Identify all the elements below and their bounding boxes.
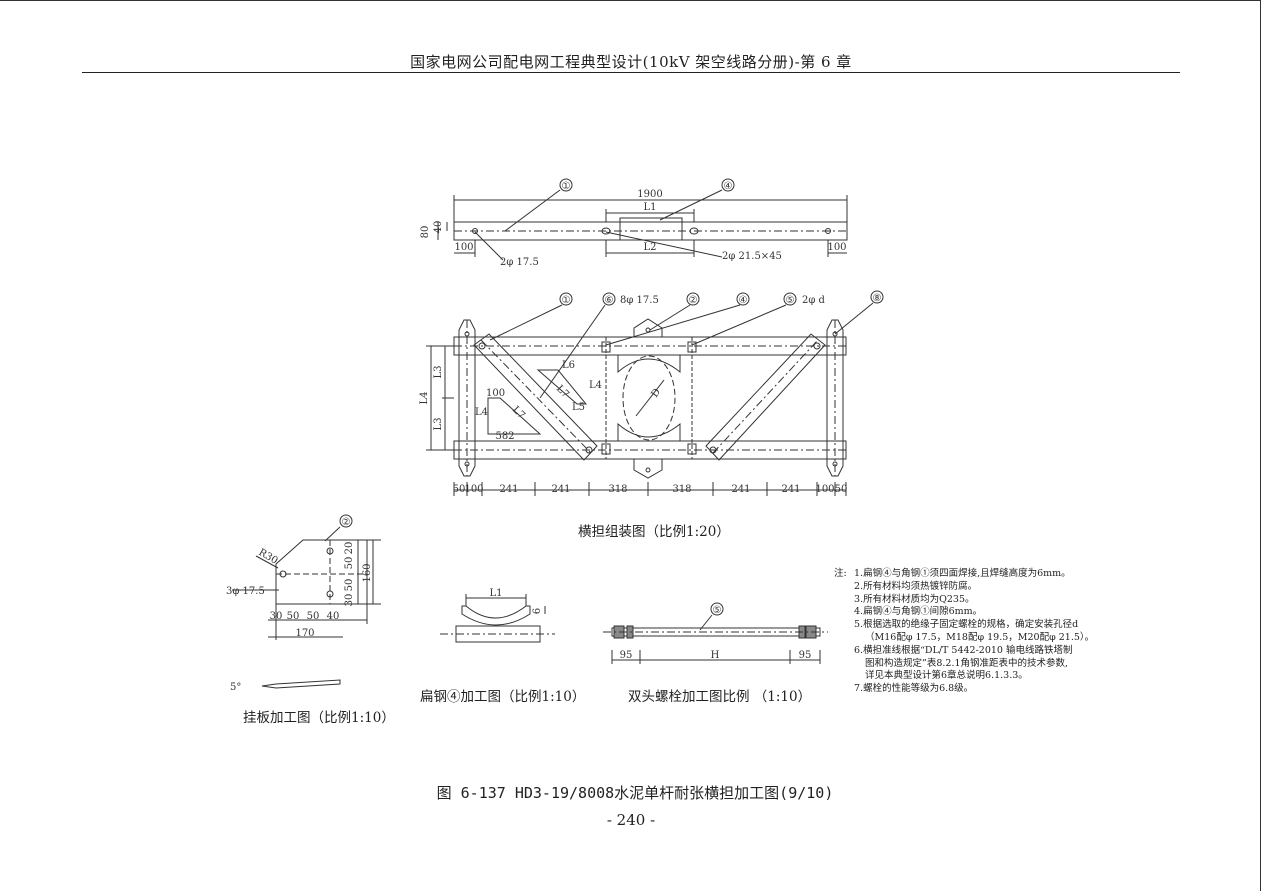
dim-b-0: 50 (453, 484, 466, 495)
assembly-balloon-4: ④ (739, 295, 748, 306)
balloon-4-top: ④ (724, 181, 733, 192)
plate-side-view (261, 679, 341, 689)
left-diagonal-brace (473, 333, 598, 461)
dim-b-7: 241 (781, 484, 800, 495)
bolt-caption: 双头螺栓加工图比例 （1:10） (628, 689, 812, 705)
bolt-dim-h: H (711, 650, 720, 661)
plate-dim-r3: 30 (344, 594, 355, 607)
note-item: 1.扁钢④与角钢①须四面焊接,且焊缝高度为6mm。 (854, 568, 1071, 579)
note-item: 图和构造规定”表8.2.1角钢准距表中的技术参数, (865, 657, 1069, 669)
header-rule (82, 72, 1180, 73)
piece-b-l4: L4 (475, 407, 488, 418)
hanging-plate (232, 514, 381, 689)
dim-l4-side: L4 (419, 391, 430, 404)
plate-caption: 挂板加工图（比例1:10） (243, 710, 395, 726)
notes-list: 1.扁钢④与角钢①须四面焊接,且焊缝高度为6mm。 2.所有材料均须热镀锌防腐。… (854, 568, 1094, 696)
notes-label: 注: (834, 568, 847, 579)
dim-b-5: 318 (672, 484, 691, 495)
flat-steel-caption: 扁钢④加工图（比例1:10） (420, 689, 586, 705)
notes-block: 注: 1.扁钢④与角钢①须四面焊接,且焊缝高度为6mm。 2.所有材料均须热镀锌… (834, 568, 1094, 696)
bolt-balloon-5: ⑤ (713, 605, 722, 616)
bolt-dim-right: 95 (799, 650, 812, 661)
plate-dim-b2: 50 (307, 611, 320, 622)
dim-1900: 1900 (637, 189, 662, 200)
piece-b-length: 582 (495, 431, 514, 442)
top-view (437, 178, 848, 261)
note-item: 4.扁钢④与角钢①间隙6mm。 (854, 606, 983, 618)
assembly-balloon-1: ① (562, 295, 571, 306)
piece-a-l5: L5 (572, 402, 585, 413)
figure-title: 图 6-137 HD3-19/8008水泥单杆耐张横担加工图(9/10) (436, 784, 834, 802)
piece-b-width: 100 (486, 388, 505, 399)
flat-steel-l1: L1 (489, 588, 502, 599)
page-header: 国家电网公司配电网工程典型设计(10kV 架空线路分册)-第 6 章 (410, 53, 852, 71)
dim-end-right: 100 (827, 242, 846, 253)
dim-d: D (649, 387, 663, 400)
piece-b-l7: L7 (510, 404, 527, 421)
double-bolt-part (603, 602, 828, 664)
dim-l3-upper: L3 (433, 365, 444, 378)
dim-b-1: 100 (464, 484, 483, 495)
assembly-balloon-6: ⑥ (605, 295, 614, 306)
plate-total: 170 (295, 628, 314, 639)
note-item: 5.根据选取的绝缘子固定螺栓的规格，确定安装孔径d (854, 619, 1079, 631)
plate-dim-r0: 20 (344, 542, 355, 555)
note-item: 6.横担准线根据“DL/T 5442-2010 输电线路铁塔制 (854, 644, 1073, 656)
plate-balloon-2: ② (342, 517, 351, 528)
assembly-balloon-5: ⑤ (786, 295, 795, 306)
assembly-view (426, 290, 884, 496)
plate-dim-r2: 50 (344, 579, 355, 592)
dim-b-6: 241 (731, 484, 750, 495)
dim-b-9: 50 (835, 484, 848, 495)
dim-height-40: 40 (433, 221, 444, 234)
bolt-dim-left: 95 (620, 650, 633, 661)
flat-steel-part (440, 594, 555, 643)
plate-dim-b1: 50 (287, 611, 300, 622)
note-item: 7.螺栓的性能等级为6.8级。 (854, 683, 974, 695)
dim-end-left: 100 (454, 242, 473, 253)
dim-l1: L1 (643, 202, 656, 213)
flat-steel-t: 6 (532, 608, 543, 614)
piece-a-l6: L6 (562, 360, 575, 371)
plate-dim-r4: 160 (362, 563, 373, 582)
note-item: 详见本典型设计第6章总说明6.1.3.3。 (865, 670, 1028, 682)
assembly-hole-label: 8φ 17.5 (620, 295, 659, 306)
plate-dim-b3: 40 (327, 611, 340, 622)
plate-dim-b0: 30 (270, 611, 283, 622)
assembly-balloon-8: ⑧ (873, 293, 882, 304)
note-item: 3.所有材料材质均为Q235。 (854, 593, 975, 605)
assembly-balloon-2: ② (689, 295, 698, 306)
piece-a-l4: L4 (589, 380, 602, 391)
plate-angle: 5° (230, 682, 241, 693)
dim-l2: L2 (643, 242, 656, 253)
balloon-1-top: ① (562, 181, 571, 192)
hole-left-label: 2φ 17.5 (500, 257, 539, 268)
dim-height-80: 80 (420, 226, 431, 239)
dim-b-4: 318 (608, 484, 627, 495)
hole-mid-label: 2φ 21.5×45 (722, 251, 782, 262)
right-diagonal-brace (705, 333, 826, 461)
plate-holes: 3φ 17.5 (226, 586, 265, 597)
page-number: - 240 - (606, 811, 656, 829)
plate-dim-r1: 50 (344, 557, 355, 570)
note-item: 2.所有材料均须热镀锌防腐。 (854, 580, 978, 592)
dim-l3-lower: L3 (433, 417, 444, 430)
note-item: （M16配φ 17.5，M18配φ 19.5，M20配φ 21.5）。 (865, 631, 1095, 643)
assembly-hole-d: 2φ d (802, 295, 826, 306)
assembly-caption: 横担组装图（比例1:20） (578, 524, 730, 540)
dim-b-8: 100 (815, 484, 834, 495)
dim-b-3: 241 (551, 484, 570, 495)
dim-b-2: 241 (499, 484, 518, 495)
